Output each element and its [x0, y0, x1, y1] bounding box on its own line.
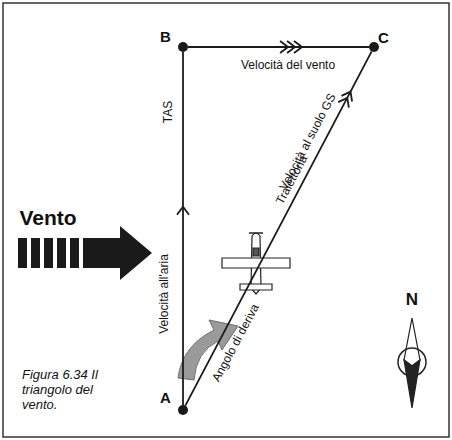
vector-label: Velocità del vento [241, 59, 335, 72]
point-dot: B [178, 42, 188, 52]
wind-arrow [18, 226, 152, 280]
figure-caption: Figura 6.34 Il triangolo del vento. [22, 368, 110, 413]
wind-label: Vento [19, 206, 76, 229]
vector-line [177, 52, 189, 405]
point-letter: B [160, 28, 171, 45]
north-label: N [406, 291, 418, 310]
point-dot: C [369, 42, 379, 52]
compass-needle [398, 318, 426, 408]
vector-label: TAS [162, 101, 175, 123]
vector-label: Velocità al suolo GS [277, 92, 339, 193]
frame [3, 3, 449, 437]
point-letter: A [160, 389, 171, 406]
point-dot: A [178, 405, 188, 415]
point-letter: C [378, 29, 389, 46]
vector-line [188, 41, 369, 53]
airplane [222, 233, 290, 294]
vector-label: Velocità all'aria [158, 254, 171, 334]
vector-line [185, 51, 371, 405]
